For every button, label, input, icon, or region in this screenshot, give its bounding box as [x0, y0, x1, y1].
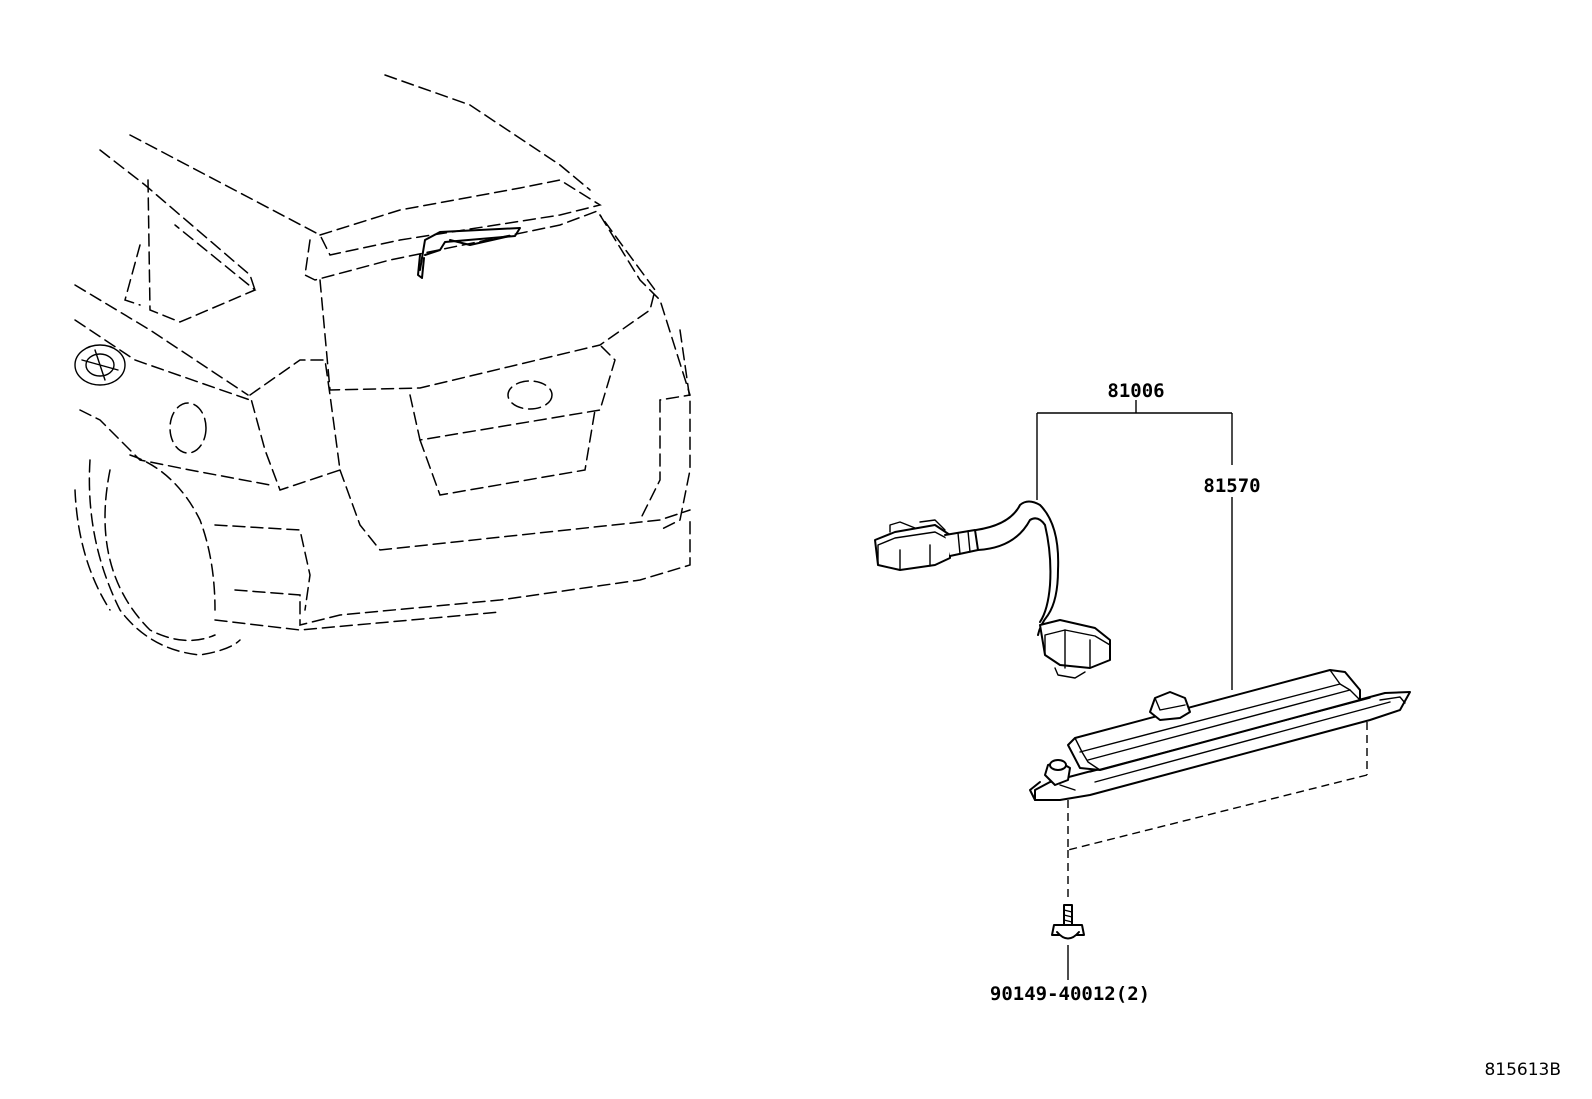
part-number-screw: 90149-40012(2) — [990, 983, 1150, 1005]
callout-bracket — [1036, 400, 1233, 690]
wire-harness-illustration — [874, 500, 1111, 679]
screw-illustration — [1051, 904, 1085, 980]
vehicle-rear-illustration — [74, 74, 691, 656]
part-number-lamp-assembly: 81006 — [1107, 380, 1164, 402]
part-number-lamp-unit: 81570 — [1203, 475, 1260, 497]
installed-stop-lamp-marker — [419, 227, 521, 271]
stop-lamp-illustration — [1029, 669, 1411, 900]
diagram-reference-code: 815613B — [1484, 1060, 1561, 1080]
